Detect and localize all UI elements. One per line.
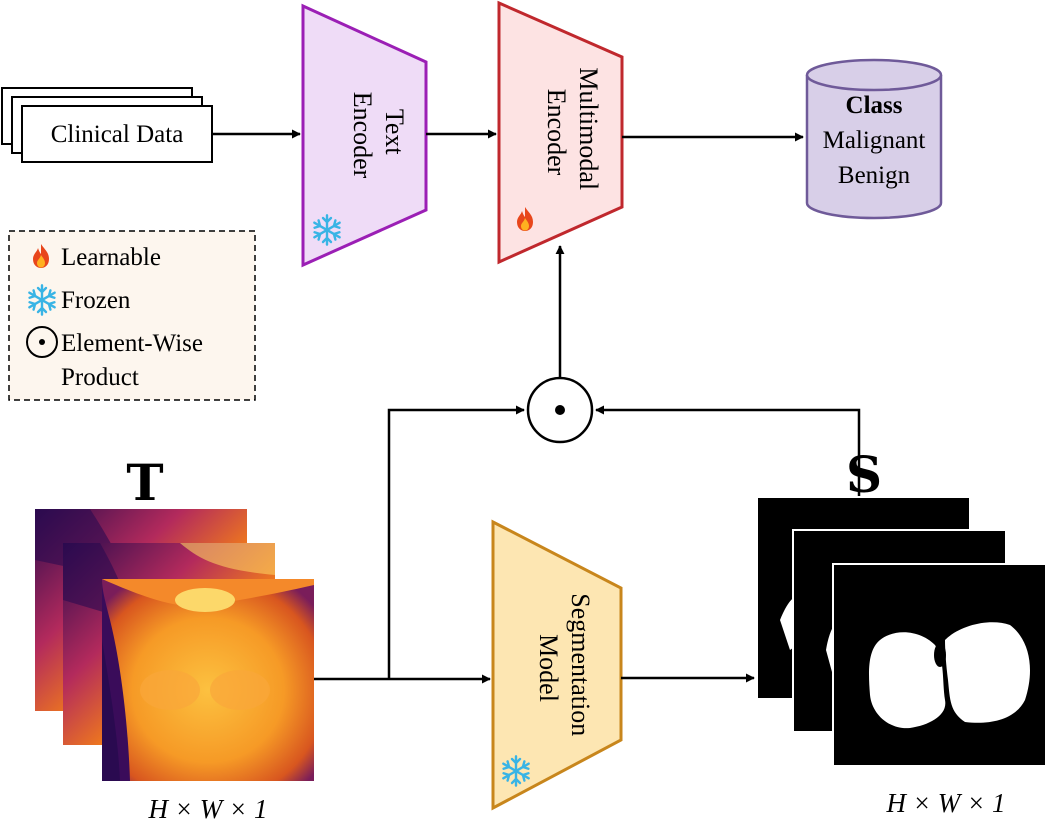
segmentation-line2: Model [534, 634, 563, 702]
multimodal-line2: Encoder [542, 89, 571, 176]
class-option-malignant: Malignant [823, 127, 926, 154]
elementwise-product-node [526, 376, 594, 444]
legend-learnable: Learnable [61, 244, 161, 271]
thermal-dims: H × W × 1 [148, 794, 268, 823]
legend: Learnable Frozen Element-Wise Product [8, 230, 256, 401]
legend-odot-icon [26, 326, 58, 358]
class-title: Class [846, 92, 903, 119]
clinical-data-stack: Clinical Data [1, 87, 213, 163]
thermal-symbol: T [126, 453, 163, 512]
multimodal-line1: Multimodal [574, 67, 603, 190]
mask-symbol: S [846, 445, 882, 504]
segmentation-model: Segmentation Model [491, 519, 623, 811]
text-encoder: Text Encoder [301, 3, 428, 268]
segmentation-line1: Segmentation [566, 593, 595, 736]
clinical-data-label: Clinical Data [51, 121, 184, 148]
legend-elementwise-line1: Element-Wise [61, 330, 203, 357]
class-option-benign: Benign [838, 162, 911, 189]
multimodal-encoder: Multimodal Encoder [497, 0, 624, 265]
arrow-thermal-to-product [387, 405, 525, 679]
svg-text:Multimodal Encoder: Multimodal Encoder [542, 67, 603, 196]
svg-text:Segmentation Model: Segmentation Model [534, 593, 595, 742]
text-encoder-line2: Encoder [348, 92, 377, 179]
thermal-image-front [102, 579, 314, 781]
thermal-image-stack: T H × W × 1 [35, 453, 314, 823]
mask-stack: S H × W × 1 [756, 445, 1047, 818]
legend-elementwise-line2: Product [61, 364, 139, 391]
legend-frozen: Frozen [61, 287, 131, 314]
mask-image-front [832, 563, 1047, 767]
mask-dims: H × W × 1 [886, 788, 1006, 818]
svg-text:Text Encoder: Text Encoder [348, 92, 409, 179]
class-output-cylinder: Class Malignant Benign [805, 58, 943, 220]
arrow-mask-to-product [595, 405, 861, 497]
text-encoder-line1: Text [380, 109, 409, 156]
